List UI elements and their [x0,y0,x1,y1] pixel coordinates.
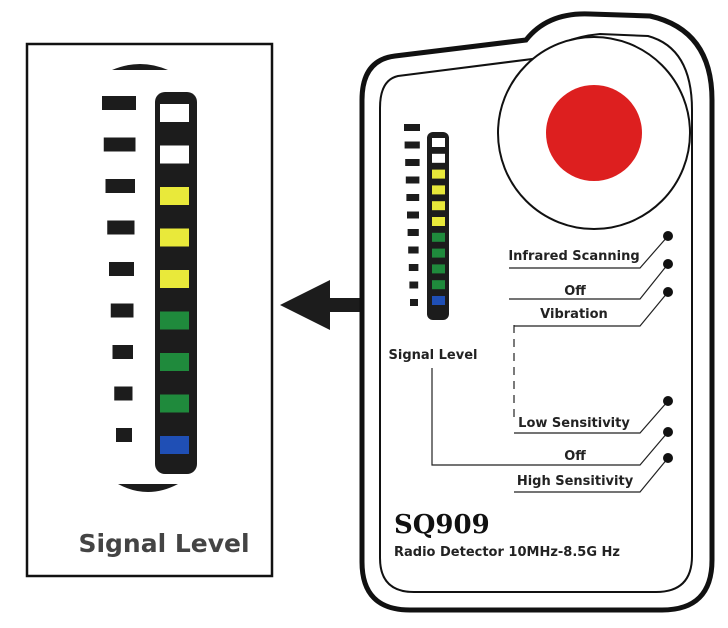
tick-mark [110,303,134,318]
zoom-panel: Signal Level [25,42,274,578]
zoom-top-arc [112,64,168,70]
label-off-bottom: Off [564,449,586,464]
tick-mark [404,124,420,131]
zoom-led-segments [160,104,189,454]
label-off-top: Off [564,284,586,299]
tick-mark [105,179,135,193]
led-segment-yellow [432,217,445,226]
zoom-signal-level-caption: Signal Level [78,529,249,558]
tick-mark [112,345,133,359]
model-name: SQ909 [394,510,490,540]
zoom-ticks [102,96,136,442]
tick-mark [410,299,418,306]
tick-mark [103,137,136,152]
power-button-icon[interactable] [497,36,691,230]
tick-mark [405,159,420,166]
tick-mark [407,229,419,236]
led-segment-yellow [432,201,445,211]
led-segment-yellow [160,187,189,205]
led-segment-yellow [432,185,445,195]
tick-mark [114,386,133,401]
led-segment-green [160,353,189,371]
device-ticks [404,124,420,306]
label-high-sensitivity: High Sensitivity [517,474,634,489]
tick-mark [409,281,419,289]
tick-mark [102,96,136,110]
label-low-sensitivity: Low Sensitivity [518,416,630,431]
tick-mark [408,246,419,254]
led-segment-blue [432,296,445,305]
led-segment-yellow [432,169,445,179]
led-segment-white [160,145,189,164]
led-segment-white [432,153,445,163]
led-segment-white [160,104,189,122]
switch-dot [663,396,673,406]
zoom-bottom-arc [118,484,178,492]
led-segment-green [160,394,189,413]
label-vibration: Vibration [540,307,608,322]
led-segment-green [432,280,445,290]
led-segment-yellow [160,270,189,288]
mode-switch[interactable]: Infrared Scanning Off Vibration [508,231,673,327]
device-subtitle: Radio Detector 10MHz-8.5G Hz [394,545,620,560]
switch-dot [663,231,673,241]
led-segment-blue [160,436,189,454]
wire [431,368,514,466]
switch-dot [663,259,673,269]
led-segment-green [432,264,445,274]
switch-dot [663,453,673,463]
switch-dot [663,427,673,437]
device-body: Signal Level Infrared Scanning Off Vibra… [359,11,715,613]
tick-mark [116,428,132,442]
label-infrared-scanning: Infrared Scanning [508,249,639,264]
led-segment-yellow [160,228,189,247]
tick-mark [406,194,420,201]
led-segment-green [432,248,445,258]
tick-mark [408,264,419,271]
led-segment-green [160,311,189,330]
sensitivity-switch[interactable]: Low Sensitivity Off High Sensitivity [514,396,673,493]
tick-mark [404,141,420,149]
led-segment-green [432,232,445,242]
device-led-segments [432,138,445,305]
led-segment-white [432,138,445,147]
device-signal-level-caption: Signal Level [389,348,478,363]
tick-mark [107,220,135,235]
tick-mark [405,176,420,184]
tick-mark [109,262,134,276]
tick-mark [407,211,419,219]
switch-dot [663,287,673,297]
